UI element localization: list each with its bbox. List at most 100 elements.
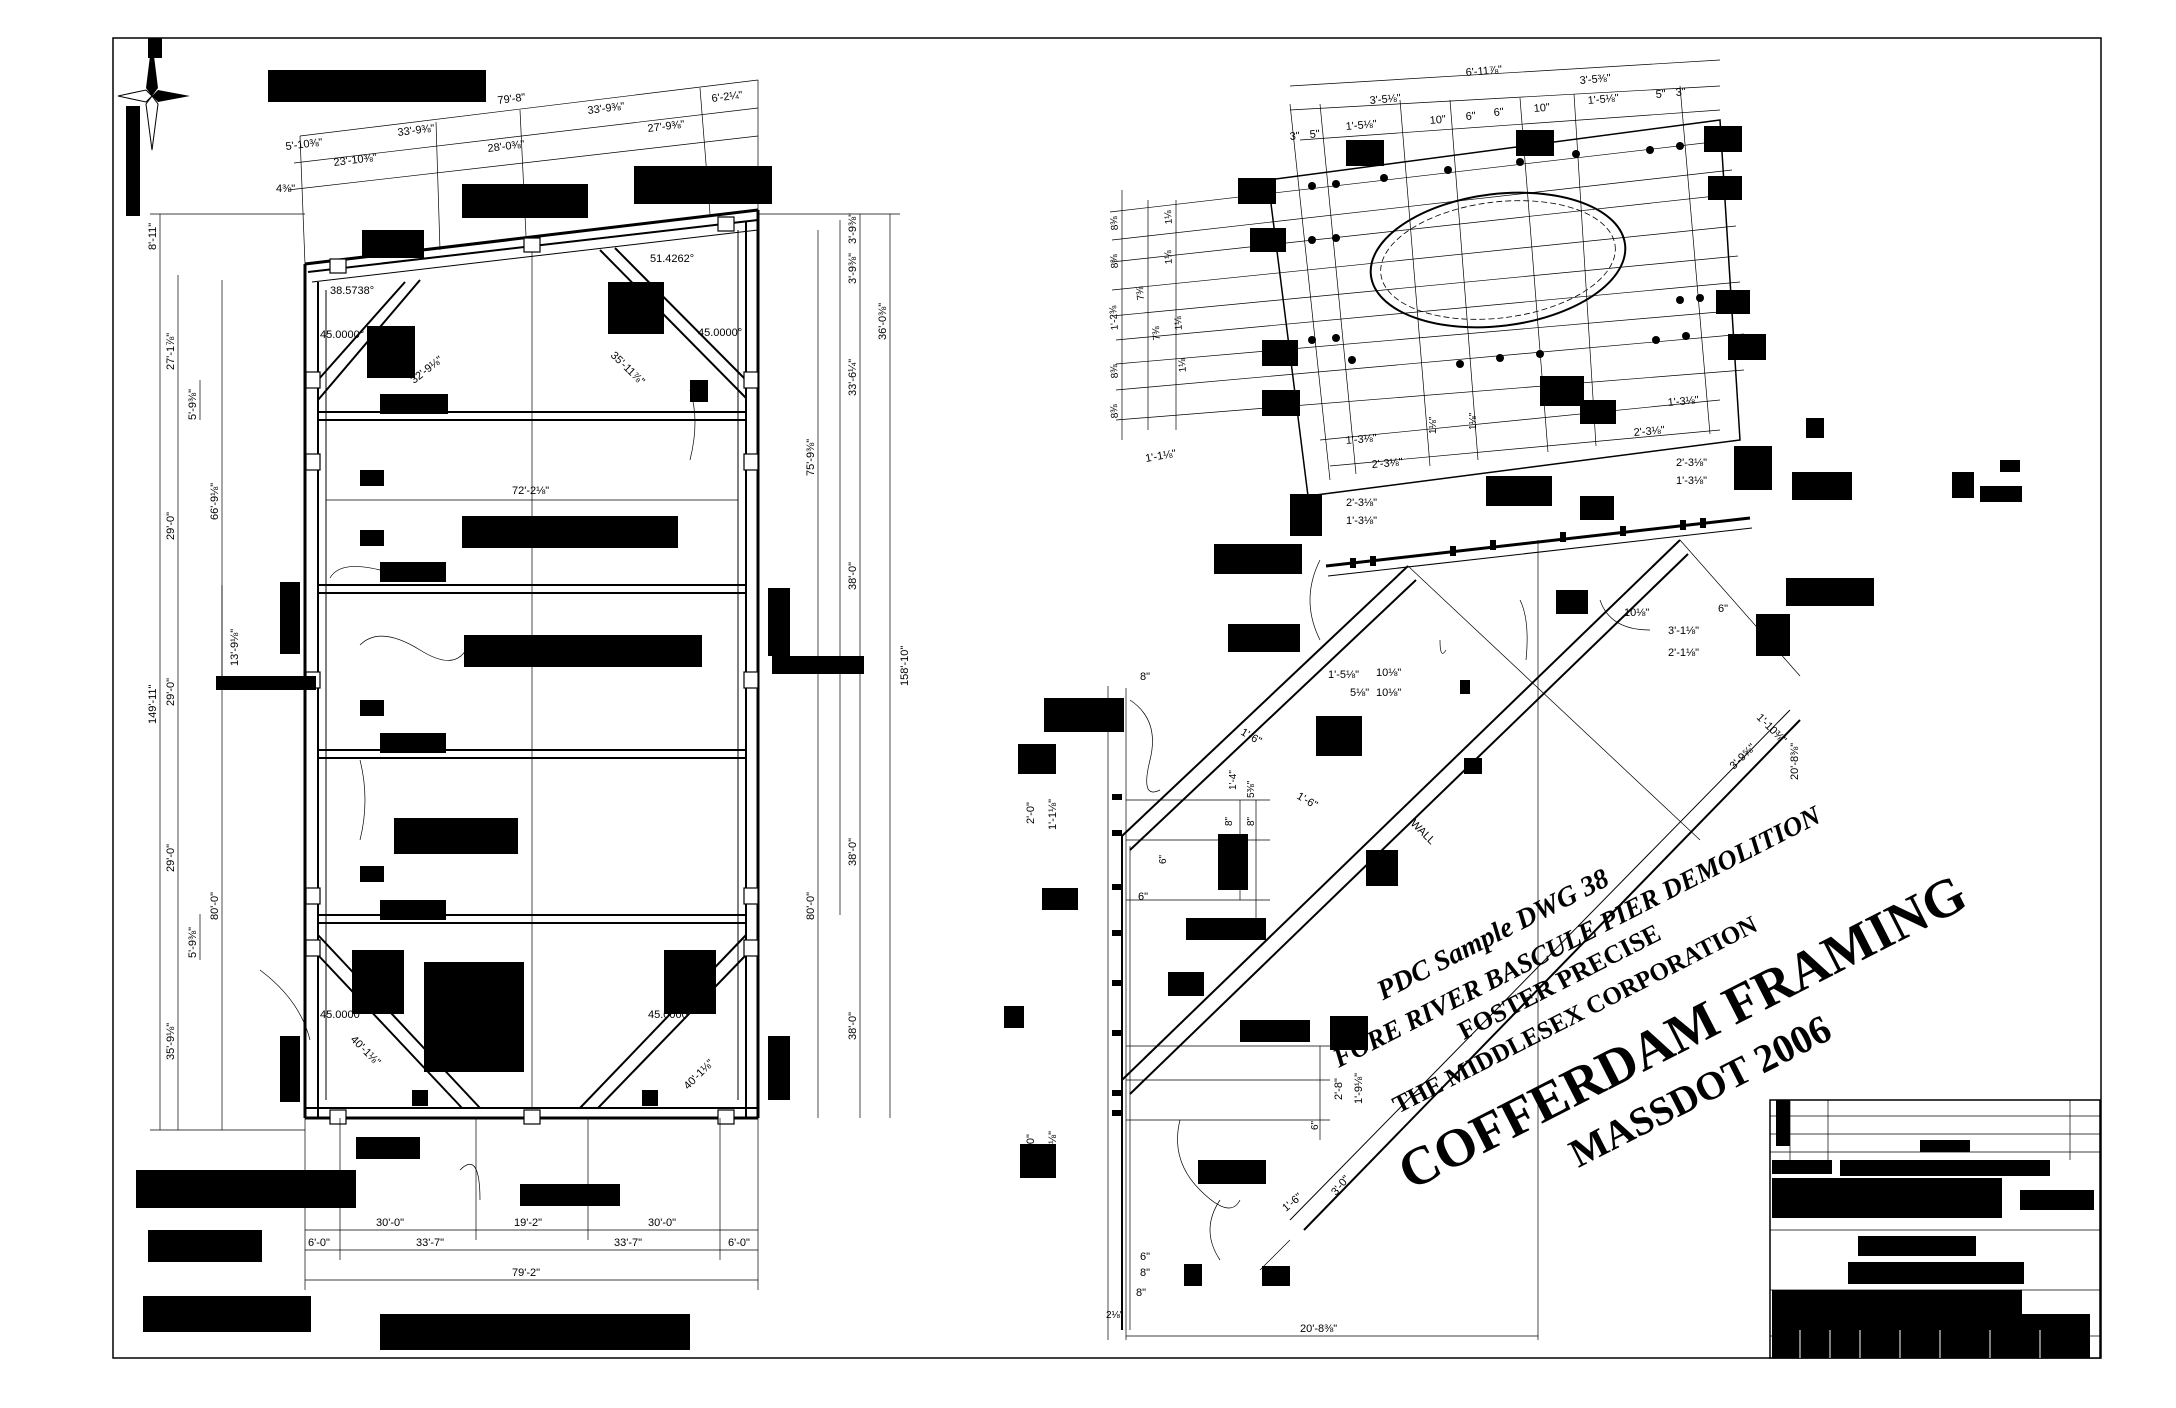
cofferdam-plan-view (136, 70, 900, 1350)
dim-label: 20'-8⅜" (1300, 1323, 1337, 1335)
dim-label: 5" (1655, 88, 1666, 101)
dim-label: 1⅛ (1163, 249, 1175, 264)
dim-label: 1⅛" (1468, 412, 1479, 430)
dim-label: 33'-7" (614, 1237, 642, 1249)
dim-label: 8" (1140, 1267, 1150, 1279)
dim-label: 1'-3⅛" (1676, 475, 1707, 487)
dim-label: 30'-0" (376, 1217, 404, 1229)
dim-label: 2'-0" (1025, 802, 1037, 824)
dim-label: 7⅜ (1135, 285, 1147, 300)
dim-label: 4⅜" (276, 183, 295, 195)
dim-label: 29'-0" (165, 844, 177, 872)
dim-label: 1'-1⅛" (1144, 448, 1177, 465)
dim-label: 3'-5⅛" (1369, 92, 1401, 107)
dim-label: 6" (1718, 603, 1728, 615)
dim-label: 1⅛" (1428, 416, 1439, 434)
sheet-border (112, 37, 2102, 1359)
dim-label: 80'-0" (805, 892, 817, 920)
dim-label: 33'-9⅜" (397, 123, 435, 139)
dim-label: 1'-4" (1228, 770, 1239, 790)
dim-label: 8⅜ (1109, 253, 1121, 268)
dim-label: 2'-3⅛" (1346, 497, 1377, 509)
dim-label: 2'-3⅛" (1371, 456, 1403, 471)
dim-label: 1'-1⅛" (1047, 799, 1059, 830)
dim-label: 1'-3⅛" (1345, 432, 1377, 447)
dim-label: 6'-2¼" (711, 89, 743, 105)
dim-label: 1'-6" (1295, 790, 1320, 811)
dim-label: 38'-0" (847, 1012, 859, 1040)
dim-label: 1'-1⅛" (1047, 1131, 1059, 1162)
dim-label: 8" (1140, 671, 1150, 683)
angle-label: 45.0000° (648, 1009, 692, 1021)
dim-label: 6" (1493, 106, 1504, 119)
dim-label: 1⅛ (1173, 315, 1185, 330)
dim-label: 8⅜ (1109, 215, 1121, 230)
dim-label: 40'-1⅛" (348, 1034, 383, 1069)
dim-label: 36'-0⅜" (877, 303, 889, 340)
dim-label: 3" (1675, 86, 1686, 99)
dim-label: 1'-6" (1280, 1191, 1305, 1214)
dim-label: 1⅛ (1163, 209, 1175, 224)
angle-label: 45.0000° (698, 327, 742, 339)
dim-label: 6" (1158, 854, 1169, 864)
dim-label: 10⅛" (1376, 667, 1401, 679)
dim-label: 6" (1138, 891, 1148, 903)
dim-label: 3'-9⅜" (847, 253, 859, 284)
dim-label: 1'-5⅛" (1328, 669, 1359, 681)
dim-label: 3'-5⅜" (1579, 72, 1611, 87)
dim-label: 2'-1⅛" (1668, 647, 1699, 659)
dim-label: 29'-0" (165, 512, 177, 540)
dim-label: 1'-5⅛" (1345, 118, 1377, 133)
dim-label: 1'-3⅛" (1667, 394, 1699, 409)
dim-label: 35'-11⅞" (608, 350, 647, 388)
dim-label: 33'-9⅜" (587, 101, 625, 117)
dim-label: 40'-1⅛" (682, 1057, 717, 1092)
angle-label: 45.0000° (320, 329, 364, 341)
dim-label: 6'-0" (308, 1237, 330, 1249)
dim-label: 2'-8" (1333, 1078, 1345, 1100)
dim-label: 29'-0" (165, 678, 177, 706)
dim-label: 2'-0" (1025, 1134, 1037, 1156)
dim-label: 8⅜ (1109, 363, 1121, 378)
dim-label: 28'-0⅜" (487, 139, 525, 155)
dim-label: 35'-9⅛" (165, 1023, 177, 1060)
dim-label: 7⅜ (1151, 325, 1163, 340)
redaction-block (126, 106, 140, 216)
framing-section-detail (1004, 418, 2022, 1340)
dim-label: 10" (1429, 114, 1446, 127)
dim-label: 27'-1⅞" (165, 333, 177, 370)
dim-label: 2⅛" (1106, 1310, 1124, 1321)
dim-label: 2'-3⅛" (1676, 457, 1707, 469)
dim-label: 5'-9⅜" (187, 389, 199, 420)
dim-label: 13'-9⅛" (229, 629, 241, 666)
dim-label: 5'-9⅜" (187, 927, 199, 958)
dim-label: 8⅜ (1109, 403, 1121, 418)
dim-label: 10⅛" (1376, 687, 1401, 699)
dim-label: 8'-11" (147, 223, 159, 250)
dim-label: 79'-8" (497, 92, 526, 107)
dim-label: 19'-2" (514, 1217, 542, 1229)
dim-label: 27'-9⅜" (647, 119, 685, 135)
dim-label: 1'-5⅛" (1587, 92, 1619, 107)
dim-label: 80'-0" (209, 892, 221, 920)
dim-label: 1'-3⅛" (1346, 515, 1377, 527)
dim-label: 5'-10⅜" (285, 137, 323, 153)
dim-label: 38'-0" (847, 562, 859, 590)
dim-label: 23'-10⅜" (333, 152, 378, 169)
dim-label: 5⅜" (1246, 780, 1257, 798)
wall-label: WALL (1408, 818, 1437, 847)
dim-label: 8" (1246, 816, 1257, 826)
dim-label: 1'-9⅛" (1353, 1073, 1365, 1104)
dim-label: 6" (1310, 1120, 1321, 1130)
dim-label: 10⅛" (1624, 607, 1649, 619)
dim-label: 33'-6¼" (847, 359, 859, 396)
dim-label: 5" (1309, 128, 1320, 141)
title-block (1769, 1099, 2101, 1359)
dim-label: 8" (1224, 816, 1235, 826)
dim-label: 75'-9⅜" (805, 439, 817, 476)
angle-label: 45.0000° (320, 1009, 364, 1021)
redaction-block (148, 38, 162, 58)
dim-label: 38'-0" (847, 838, 859, 866)
dim-label: 6" (1140, 1251, 1150, 1263)
north-arrow-icon (117, 40, 190, 151)
